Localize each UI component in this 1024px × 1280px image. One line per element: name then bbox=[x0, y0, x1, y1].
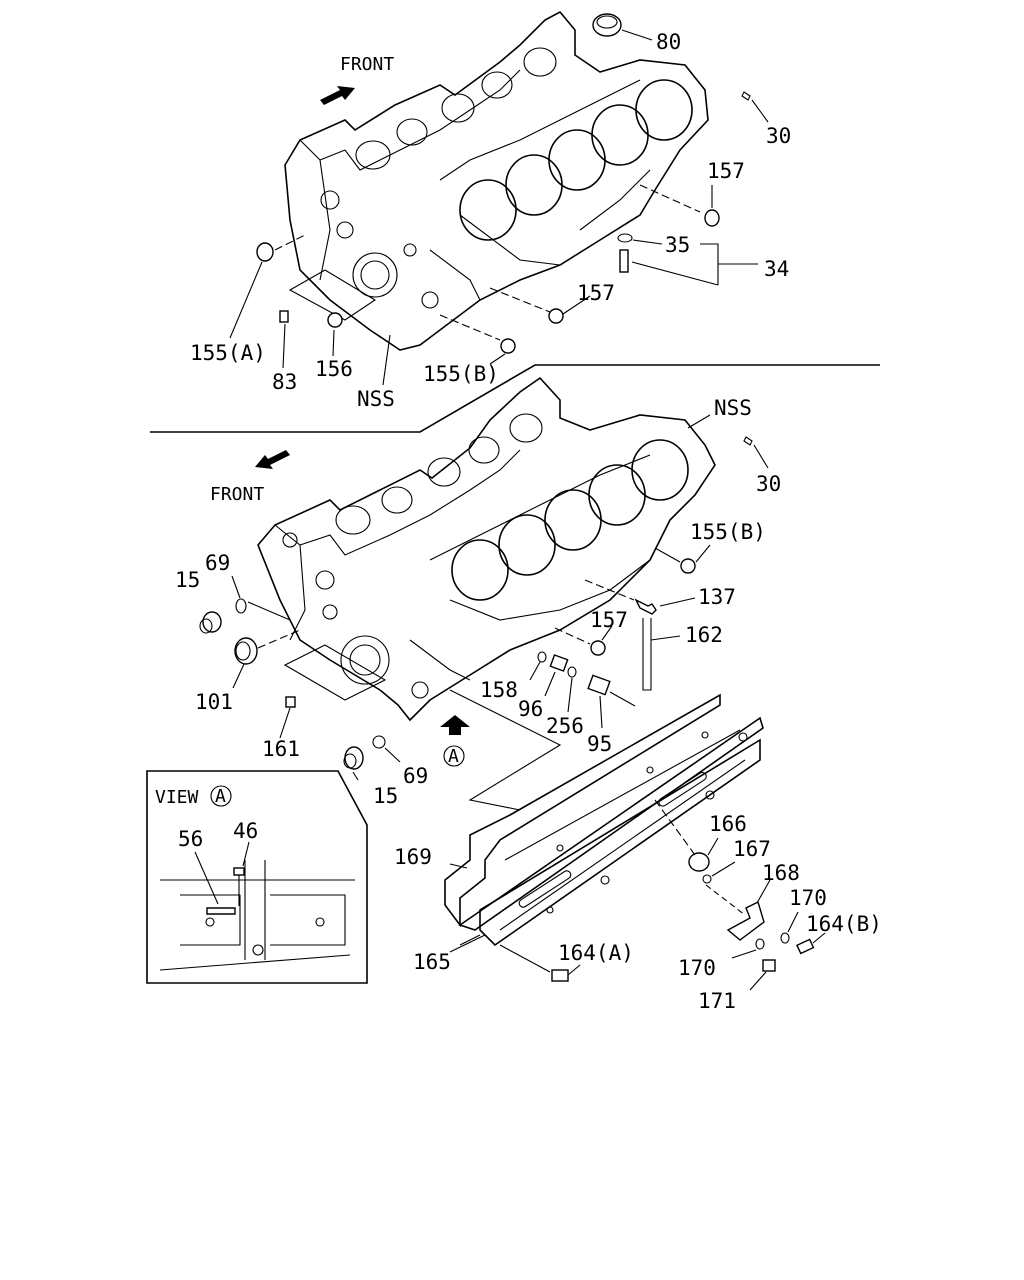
callout-157-top: 157 bbox=[707, 159, 745, 183]
part-166-plug bbox=[654, 799, 719, 872]
callout-35: 35 bbox=[665, 233, 690, 257]
callout-164B: 164(B) bbox=[806, 912, 882, 936]
callout-170-right: 170 bbox=[789, 886, 827, 910]
view-label-marker: A bbox=[215, 786, 226, 807]
part-30-pin-top bbox=[741, 91, 769, 123]
part-164A-bolt bbox=[499, 944, 581, 982]
section-divider bbox=[150, 364, 880, 433]
callout-labels: 80 30 157 35 34 157 155(A) 83 156 155(B)… bbox=[175, 30, 882, 1013]
part-137-fitting bbox=[584, 579, 696, 615]
part-69-oring-left bbox=[231, 575, 291, 621]
part-155B-plug-top bbox=[439, 314, 516, 365]
part-170-washer-left bbox=[731, 938, 765, 959]
callout-156: 156 bbox=[315, 357, 353, 381]
part-95-sensor bbox=[587, 674, 636, 729]
callout-137: 137 bbox=[698, 585, 736, 609]
part-157-plug-bottom bbox=[489, 287, 591, 324]
front-label-bottom: FRONT bbox=[210, 484, 264, 505]
callout-15-bottom: 15 bbox=[373, 784, 398, 808]
callout-168: 168 bbox=[762, 861, 800, 885]
part-165-leader bbox=[449, 934, 486, 953]
callout-69-left: 69 bbox=[205, 551, 230, 575]
callout-80: 80 bbox=[656, 30, 681, 54]
callout-155A: 155(A) bbox=[190, 341, 266, 365]
part-34-jet bbox=[619, 243, 758, 286]
front-arrow-bottom: FRONT bbox=[210, 450, 290, 505]
part-15-plug-bottom bbox=[343, 746, 364, 781]
upper-cylinder-block bbox=[284, 10, 709, 351]
part-96-plug bbox=[544, 654, 569, 697]
part-101-seal bbox=[232, 629, 301, 689]
callout-157-mid: 157 bbox=[577, 281, 615, 305]
callout-155B-top: 155(B) bbox=[423, 362, 499, 386]
part-30-pin-bottom bbox=[743, 436, 769, 469]
callout-162: 162 bbox=[685, 623, 723, 647]
view-label: VIEW bbox=[155, 787, 199, 808]
part-161-dowel bbox=[279, 696, 296, 739]
part-155B-plug-bottom bbox=[654, 544, 711, 574]
callout-95: 95 bbox=[587, 732, 612, 756]
callout-56: 56 bbox=[178, 827, 203, 851]
view-a-marker: A bbox=[448, 746, 459, 767]
callout-101: 101 bbox=[195, 690, 233, 714]
callout-157-lower: 157 bbox=[590, 608, 628, 632]
upper-bank-bores bbox=[355, 47, 557, 170]
callout-161: 161 bbox=[262, 737, 300, 761]
callout-30-bottom: 30 bbox=[756, 472, 781, 496]
callout-166: 166 bbox=[709, 812, 747, 836]
part-157-plug-lower bbox=[554, 625, 613, 656]
callout-nss-bottom: NSS bbox=[714, 396, 752, 420]
front-arrow-top: FRONT bbox=[320, 54, 394, 105]
part-157-plug-right bbox=[639, 184, 720, 227]
part-69-oring-bottom bbox=[372, 735, 401, 763]
part-35-oring bbox=[617, 233, 663, 245]
callout-155B-bottom: 155(B) bbox=[690, 520, 766, 544]
callout-164A: 164(A) bbox=[558, 941, 634, 965]
callout-46: 46 bbox=[233, 819, 258, 843]
callout-165: 165 bbox=[413, 950, 451, 974]
nss-bottom-leader bbox=[687, 414, 711, 429]
callout-256: 256 bbox=[546, 714, 584, 738]
part-155A-plug bbox=[229, 234, 306, 339]
part-167-washer bbox=[702, 861, 736, 884]
view-a-detail-box: VIEW A bbox=[146, 770, 368, 984]
lower-bank-bores bbox=[459, 79, 693, 241]
callout-69-bottom: 69 bbox=[403, 764, 428, 788]
view-a-arrow: A bbox=[440, 689, 562, 811]
callout-83: 83 bbox=[272, 370, 297, 394]
nss-top-leader bbox=[382, 334, 391, 386]
callout-96: 96 bbox=[518, 697, 543, 721]
part-158-washer bbox=[529, 651, 547, 681]
callout-169: 169 bbox=[394, 845, 432, 869]
lower-upper-bank-bores bbox=[335, 413, 543, 535]
part-162-pipe bbox=[642, 618, 681, 691]
part-80-plug bbox=[592, 13, 653, 41]
callout-nss-top: NSS bbox=[357, 387, 395, 411]
lower-lower-bank-bores bbox=[451, 439, 689, 601]
part-156-plug bbox=[327, 312, 343, 357]
part-168-bracket bbox=[705, 879, 771, 941]
callout-167: 167 bbox=[733, 837, 771, 861]
callout-170-left: 170 bbox=[678, 956, 716, 980]
part-256-washer bbox=[567, 666, 577, 713]
part-83-dowel bbox=[279, 310, 289, 369]
oil-pan-gaskets bbox=[444, 693, 764, 947]
part-171-nut bbox=[749, 959, 776, 991]
callout-15-left: 15 bbox=[175, 568, 200, 592]
callout-158: 158 bbox=[480, 678, 518, 702]
part-15-plug-left bbox=[199, 611, 222, 634]
callout-34: 34 bbox=[764, 257, 789, 281]
part-164B-bolt bbox=[796, 932, 826, 955]
front-label-top: FRONT bbox=[340, 54, 394, 75]
lower-cylinder-block bbox=[257, 376, 716, 722]
callout-171: 171 bbox=[698, 989, 736, 1013]
part-170-washer-right bbox=[780, 911, 799, 944]
callout-30-top: 30 bbox=[766, 124, 791, 148]
